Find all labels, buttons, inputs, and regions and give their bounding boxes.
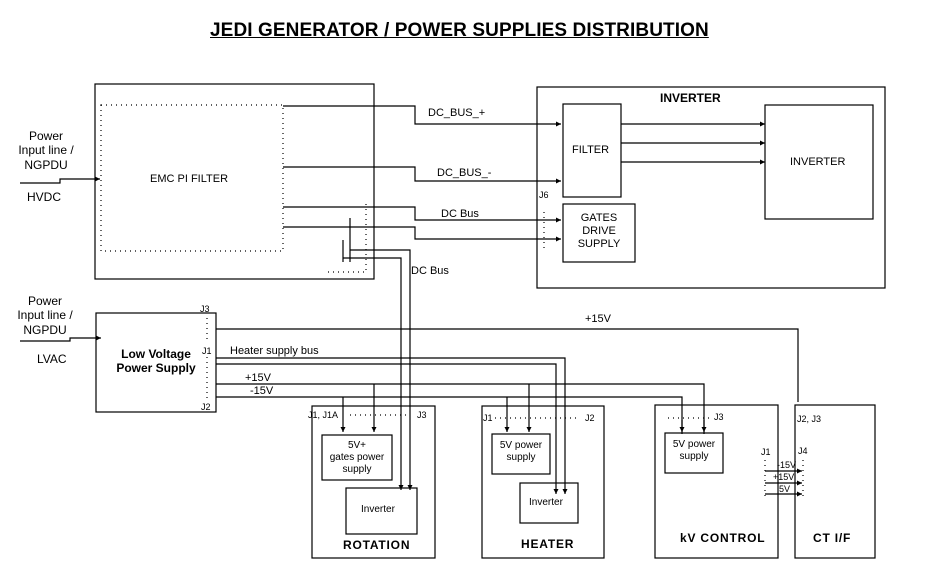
hvdc-input-line — [20, 176, 100, 184]
emc-filter-label: EMC PI FILTER — [150, 173, 229, 185]
dc-bus-plus-label: DC_BUS_+ — [428, 107, 486, 119]
lvps-block — [95, 312, 217, 413]
dc-bus-rotation-label: DC Bus — [411, 265, 449, 277]
kv-conn-side: J1 — [761, 447, 771, 457]
ct-conn-side: J4 — [798, 446, 808, 456]
hvdc-type-label: HVDC — [27, 190, 62, 204]
p15v-label: +15V — [245, 372, 271, 384]
ct-if-block — [794, 404, 876, 559]
heater-title: HEATER — [521, 537, 575, 551]
rotation-inverter-block — [345, 487, 418, 535]
lvac-type-label: LVAC — [37, 352, 67, 366]
ct-5v-label: 5V — [779, 484, 791, 494]
p15v-top-label: +15V — [585, 313, 611, 325]
filter-label: FILTER — [572, 144, 610, 156]
emc-filter-enclosure — [94, 83, 375, 280]
dc-bus-plus-line — [283, 105, 561, 127]
heater-bus-line-2 — [216, 363, 559, 494]
inverter-group-title: INVERTER — [660, 91, 721, 105]
ct-conn-top: J2, J3 — [797, 414, 822, 424]
gates-drive-supply-block — [562, 203, 636, 263]
heater-inverter-label: Inverter — [529, 497, 563, 508]
dc-bus-gates-line-1 — [283, 206, 561, 223]
rotation-block — [311, 405, 436, 559]
kv-conn-top: J3 — [714, 412, 724, 422]
ct-m15v-label: -15V — [777, 460, 797, 470]
j6-label: J6 — [539, 190, 549, 200]
heater-bus-line-1 — [216, 357, 568, 494]
rotation-conn-right: J3 — [417, 410, 427, 420]
dc-bus-gates-label: DC Bus — [441, 208, 479, 220]
lvps-j2-label: J2 — [201, 402, 211, 412]
inverter-label: INVERTER — [790, 156, 846, 168]
emc-filter-inner-box — [100, 104, 284, 252]
heater-block — [481, 405, 605, 559]
lvps-j1-label: J1 — [202, 346, 212, 356]
kv-control-block — [654, 404, 779, 559]
dc-bus-rotation-line-2 — [343, 257, 404, 490]
kv-psu-block — [664, 432, 724, 474]
rotation-conn-left: J1, J1A — [308, 410, 339, 420]
heater-psu-block — [491, 433, 551, 475]
heater-bus-label: Heater supply bus — [230, 345, 319, 357]
ct-p15v-label: +15V — [773, 472, 795, 482]
m15v-line — [216, 396, 683, 434]
filter-block — [562, 103, 622, 198]
diagram-title: JEDI GENERATOR / POWER SUPPLIES DISTRIBU… — [210, 20, 709, 41]
dc-bus-minus-line — [283, 166, 561, 184]
ct-if-title: CT I/F — [813, 531, 852, 545]
lvps-j3-label: J3 — [200, 304, 210, 314]
rotation-inverter-label: Inverter — [361, 504, 395, 515]
heater-conn-right: J2 — [585, 413, 595, 423]
p15v-ct-line — [216, 328, 799, 402]
m15v-label: -15V — [250, 385, 274, 397]
dc-bus-minus-label: DC_BUS_- — [437, 167, 492, 179]
dc-bus-rotation-line-1 — [350, 249, 413, 490]
kv-control-title: kV CONTROL — [680, 531, 766, 545]
p15v-line — [216, 383, 705, 434]
inverter-group-enclosure — [536, 86, 886, 289]
rotation-title: ROTATION — [343, 538, 411, 552]
rotation-psu-block — [321, 434, 393, 481]
heater-inverter-block — [519, 482, 579, 524]
dc-bus-gates-line-2 — [283, 226, 561, 242]
lvac-input-line — [20, 335, 101, 342]
heater-conn-left: J1 — [483, 413, 493, 423]
